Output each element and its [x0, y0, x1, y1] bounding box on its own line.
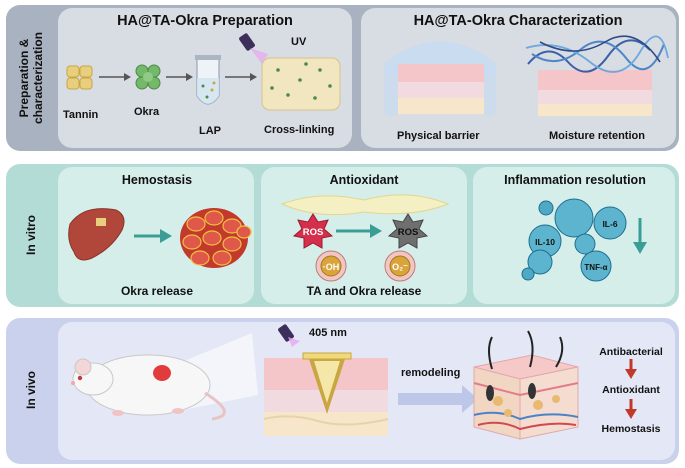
okra-release-label: Okra release	[120, 284, 194, 298]
ros-star-icon: ROS	[292, 213, 334, 249]
arrow-icon	[166, 73, 193, 81]
hydrogel-icon	[261, 57, 341, 111]
prep-title: HA@TA-Okra Preparation	[117, 13, 293, 29]
down-arrow-icon	[633, 218, 647, 254]
inflammation-title: Inflammation resolution	[504, 173, 646, 187]
okra-label: Okra	[134, 106, 160, 118]
cytokine-tnf-sphere: TNF-α	[580, 250, 612, 282]
il6-label: IL-6	[602, 219, 617, 229]
superoxide-radical-icon: O₂⁻	[384, 250, 416, 282]
crosslinking-label: Cross-linking	[264, 124, 335, 136]
barrier-illustration	[384, 41, 496, 116]
uv-lamp-icon	[239, 33, 268, 64]
lap-label: LAP	[199, 125, 221, 137]
down-arrow-icon	[625, 359, 637, 379]
remodeling-label: remodeling	[401, 367, 461, 379]
cytokine-sphere-icon	[538, 200, 554, 216]
uv-label: UV	[291, 36, 307, 48]
tube-icon	[195, 55, 221, 105]
antioxidant-label: Antioxidant	[602, 384, 660, 396]
tnf-label: TNF-α	[584, 263, 607, 272]
hydroxyl-radical-icon: ·OH	[315, 250, 347, 282]
laser-icon	[278, 324, 300, 347]
cytokine-sphere-icon	[521, 267, 535, 281]
char-title: HA@TA-Okra Characterization	[413, 13, 623, 29]
invitro-illustration: ROS ROS ·OH O₂⁻ IL-6 IL-10	[68, 194, 647, 282]
arrow-icon	[99, 73, 131, 81]
cytokine-sphere-icon	[554, 198, 594, 238]
liver-icon	[68, 208, 125, 261]
hydrogel-layer	[280, 194, 450, 216]
okra-icon	[135, 64, 161, 90]
mouse-icon	[71, 354, 226, 421]
healed-skin-illustration	[473, 330, 579, 440]
tannin-label: Tannin	[63, 109, 99, 121]
moisture-retention-label: Moisture retention	[549, 130, 645, 142]
oh-label: ·OH	[323, 262, 340, 272]
moisture-illustration	[525, 35, 669, 116]
antibacterial-label: Antibacterial	[599, 346, 663, 358]
cytokine-sphere-icon	[574, 233, 596, 255]
arrow-icon	[225, 73, 257, 81]
hemostasis-title: Hemostasis	[121, 173, 193, 187]
wavelength-label: 405 nm	[309, 327, 347, 339]
remodeling-arrow	[398, 385, 478, 413]
cytokine-il6-sphere: IL-6	[593, 206, 627, 240]
hemostasis-label: Hemostasis	[601, 423, 661, 435]
tannin-icon	[66, 65, 93, 90]
cytokine-sphere-icon	[527, 249, 553, 275]
ros-label-1: ROS	[303, 227, 324, 238]
arrow-icon	[134, 229, 172, 243]
arrow-icon	[336, 224, 382, 238]
il10-label: IL-10	[535, 237, 555, 247]
wound-skin-illustration	[263, 352, 389, 436]
invivo-illustration	[71, 324, 637, 440]
ros-label-2: ROS	[398, 227, 419, 238]
o2-label: O₂⁻	[392, 262, 408, 272]
ros-star-icon: ROS	[387, 213, 429, 249]
ta-okra-release-label: TA and Okra release	[306, 284, 422, 298]
prep-illustration	[66, 33, 669, 116]
blood-clot-icon	[180, 208, 252, 268]
down-arrow-icon	[625, 399, 637, 419]
antioxidant-title: Antioxidant	[329, 173, 399, 187]
physical-barrier-label: Physical barrier	[397, 130, 480, 142]
